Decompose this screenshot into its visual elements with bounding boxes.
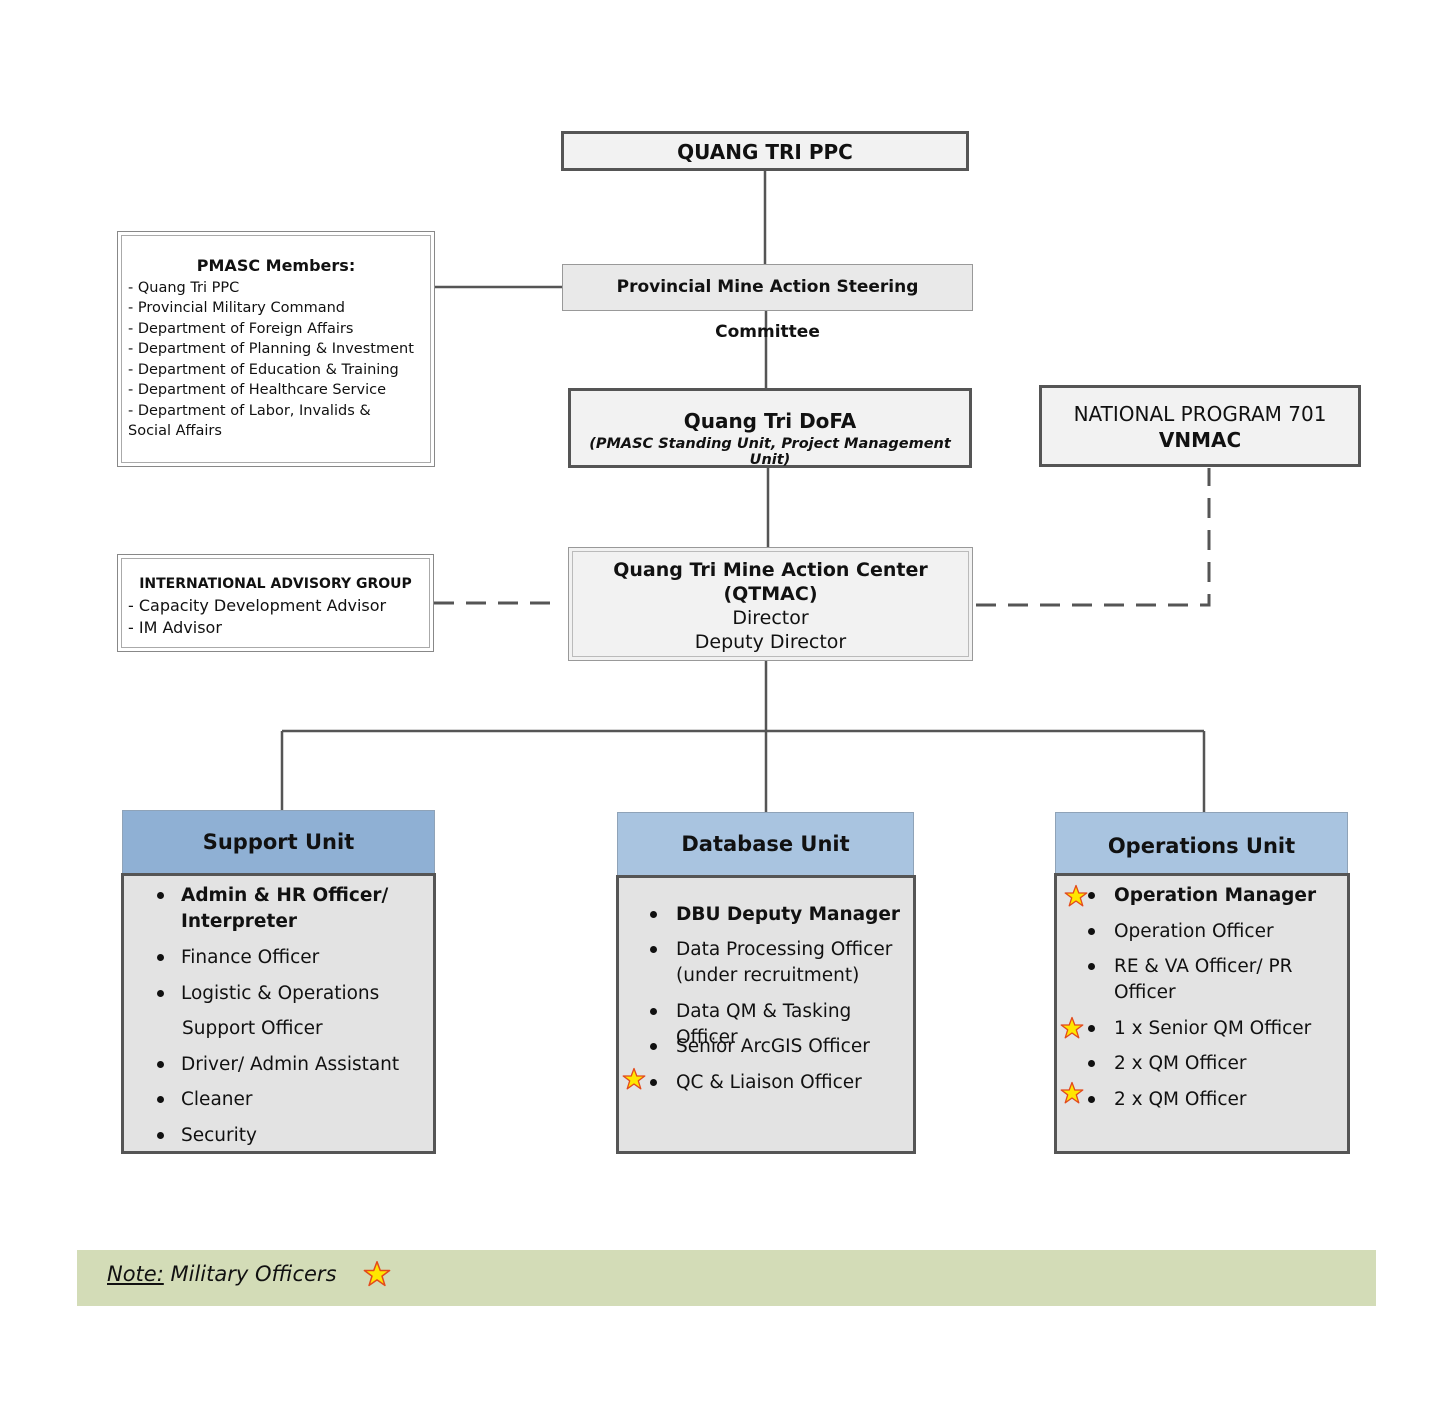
- dofa-title: Quang Tri DoFA: [683, 409, 857, 433]
- dofa-subtitle: (PMASC Standing Unit, Project Management…: [589, 436, 951, 468]
- operations-item: Operation Manager: [1114, 885, 1317, 906]
- support-item: Admin & HR Officer/: [181, 885, 389, 906]
- bullet-icon: [650, 946, 657, 953]
- bullet-icon: [650, 1043, 657, 1050]
- dofa-box: Quang Tri DoFA (PMASC Standing Unit, Pro…: [568, 388, 972, 468]
- steering-committee-box: Provincial Mine Action Steering Committe…: [562, 264, 973, 342]
- vnmac-title: VNMAC: [1158, 428, 1242, 452]
- qtmac-abbrev: (QTMAC): [723, 583, 818, 605]
- pmasc-members-box: PMASC Members: - Quang Tri PPC - Provinc…: [117, 231, 435, 467]
- advisor-item: - IM Advisor: [128, 618, 222, 637]
- star-icon: [622, 1067, 646, 1090]
- database-item: QC & Liaison Officer: [676, 1072, 862, 1093]
- operations-item: Officer: [1114, 982, 1176, 1003]
- support-item: Driver/ Admin Assistant: [181, 1054, 400, 1075]
- bullet-icon: [1088, 928, 1095, 935]
- operations-unit-header: Operations Unit: [1055, 812, 1348, 876]
- quang-tri-ppc-box: QUANG TRI PPC: [561, 131, 969, 171]
- star-icon: [1064, 884, 1088, 907]
- star-icon: [1060, 1016, 1084, 1039]
- database-unit-header: Database Unit: [617, 812, 914, 878]
- qtmac-deputy-director: Deputy Director: [694, 631, 847, 653]
- qtmac-box: Quang Tri Mine Action Center (QTMAC) Dir…: [568, 547, 973, 661]
- advisory-group-title: INTERNATIONAL ADVISORY GROUP: [139, 576, 412, 592]
- database-item: (under recruitment): [676, 965, 860, 986]
- qtmac-title: Quang Tri Mine Action Center: [613, 559, 928, 581]
- support-unit-title: Support Unit: [202, 830, 355, 854]
- star-icon: [1060, 1081, 1084, 1104]
- bullet-icon: [650, 911, 657, 918]
- operations-unit-list: Operation Manager Operation Officer RE &…: [1054, 873, 1350, 1154]
- bullet-icon: [1088, 1025, 1095, 1032]
- support-item: Cleaner: [181, 1089, 253, 1110]
- operations-item: 2 x QM Officer: [1114, 1053, 1247, 1074]
- support-unit-list: Admin & HR Officer/ Interpreter Finance …: [121, 873, 436, 1154]
- support-item: Security: [181, 1125, 257, 1146]
- note-text: Military Officers: [170, 1262, 337, 1286]
- bullet-icon: [157, 990, 164, 997]
- pmasc-members-title: PMASC Members:: [196, 256, 356, 275]
- database-unit-title: Database Unit: [681, 832, 850, 856]
- database-item: Data Processing Officer: [676, 939, 893, 960]
- database-item: Senior ArcGIS Officer: [676, 1036, 870, 1057]
- bullet-icon: [157, 1132, 164, 1139]
- vnmac-program: NATIONAL PROGRAM 701: [1073, 402, 1327, 426]
- pmasc-member: - Provincial Military Command: [128, 300, 346, 316]
- bullet-icon: [157, 1096, 164, 1103]
- star-icon: [363, 1260, 391, 1287]
- database-item: DBU Deputy Manager: [676, 904, 901, 925]
- advisor-item: - Capacity Development Advisor: [128, 596, 387, 615]
- pmasc-member: - Department of Labor, Invalids &: [128, 402, 371, 419]
- pmasc-member: - Department of Healthcare Service: [128, 382, 387, 398]
- support-item: Support Officer: [182, 1018, 323, 1039]
- support-item: Finance Officer: [181, 947, 320, 968]
- support-item: Interpreter: [181, 911, 297, 932]
- pmasc-member: - Department of Planning & Investment: [128, 341, 414, 357]
- pmasc-member: - Quang Tri PPC: [128, 279, 240, 296]
- pmasc-member: Social Affairs: [128, 423, 222, 439]
- operations-item: Operation Officer: [1114, 921, 1274, 942]
- vnmac-box: NATIONAL PROGRAM 701 VNMAC: [1039, 385, 1361, 467]
- database-unit-list: DBU Deputy Manager Data Processing Offic…: [616, 875, 916, 1154]
- pmasc-member: - Department of Foreign Affairs: [128, 320, 354, 337]
- bullet-icon: [1088, 1060, 1095, 1067]
- steering-committee-title: Provincial Mine Action Steering Committe…: [616, 277, 919, 342]
- support-item: Logistic & Operations: [181, 983, 380, 1004]
- bullet-icon: [1088, 1096, 1095, 1103]
- ppc-title: QUANG TRI PPC: [677, 140, 853, 164]
- bullet-icon: [157, 1061, 164, 1068]
- qtmac-director: Director: [732, 607, 809, 629]
- operations-unit-title: Operations Unit: [1107, 834, 1296, 858]
- operations-item: 2 x QM Officer: [1114, 1089, 1247, 1110]
- bullet-icon: [157, 954, 164, 961]
- database-item: Data QM & Tasking Officer: [676, 1001, 852, 1048]
- note-label: Note:: [107, 1262, 164, 1286]
- bullet-icon: [1088, 892, 1095, 899]
- operations-item: RE & VA Officer/ PR: [1114, 956, 1293, 977]
- operations-item: 1 x Senior QM Officer: [1114, 1018, 1312, 1039]
- bullet-icon: [650, 1079, 657, 1086]
- support-unit-header: Support Unit: [122, 810, 435, 876]
- advisory-group-box: INTERNATIONAL ADVISORY GROUP - Capacity …: [117, 554, 434, 652]
- bullet-icon: [157, 892, 164, 899]
- bullet-icon: [1088, 963, 1095, 970]
- bullet-icon: [650, 1008, 657, 1015]
- pmasc-member: - Department of Education & Training: [128, 361, 399, 378]
- legend-note: Note: Military Officers: [77, 1250, 1376, 1306]
